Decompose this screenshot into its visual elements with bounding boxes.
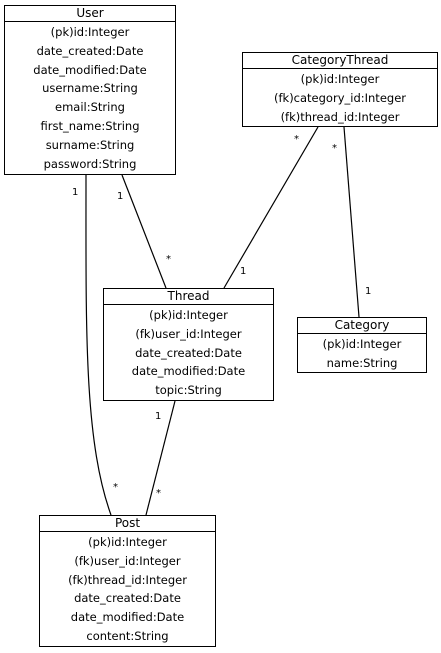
- categorythread-field: (pk)id:Integer: [300, 72, 380, 86]
- user-field: (pk)id:Integer: [50, 25, 130, 39]
- thread-field: date_modified:Date: [131, 364, 246, 379]
- categorythread-entity-title: CategoryThread: [243, 53, 437, 69]
- user-field: date_modified:Date: [33, 62, 147, 77]
- categorythread-category-from-multiplicity: *: [332, 143, 337, 154]
- category-field: name:String: [326, 355, 398, 370]
- thread-post-line: [145, 400, 176, 516]
- category-field: (pk)id:Integer: [322, 337, 402, 351]
- post-field: (fk)user_id:Integer: [74, 553, 181, 568]
- post-field: content:String: [86, 628, 169, 643]
- post-field: date_modified:Date: [70, 610, 185, 625]
- user-thread-to-multiplicity: *: [166, 254, 171, 265]
- user-field: username:String: [42, 81, 138, 96]
- post-entity[interactable]: Post (pk)id:Integer (fk)user_id:Integer …: [39, 515, 216, 647]
- user-field: surname:String: [45, 137, 135, 152]
- user-thread-from-multiplicity: 1: [117, 191, 124, 202]
- thread-post-from-multiplicity: 1: [155, 411, 162, 422]
- categorythread-thread-line: [223, 126, 319, 289]
- categorythread-category-to-multiplicity: 1: [365, 286, 372, 297]
- thread-field: topic:String: [155, 383, 222, 398]
- user-field: password:String: [43, 156, 137, 171]
- categorythread-field: (fk)category_id:Integer: [274, 90, 406, 105]
- thread-entity[interactable]: Thread (pk)id:Integer (fk)user_id:Intege…: [103, 288, 274, 401]
- category-entity[interactable]: Category (pk)id:Integer name:String: [297, 317, 427, 373]
- user-entity-title: User: [5, 6, 175, 22]
- category-entity-title: Category: [298, 318, 426, 334]
- categorythread-entity[interactable]: CategoryThread (pk)id:Integer (fk)catego…: [242, 52, 438, 127]
- user-post-from-multiplicity: 1: [72, 187, 79, 198]
- user-thread-line: [121, 174, 167, 289]
- categorythread-category-line: [343, 126, 360, 318]
- user-post-line: [85, 174, 112, 516]
- user-field: first_name:String: [40, 118, 140, 133]
- post-field: date_created:Date: [74, 591, 181, 606]
- user-entity[interactable]: User (pk)id:Integer date_created:Date da…: [4, 5, 176, 175]
- thread-field: date_created:Date: [135, 345, 242, 360]
- post-entity-title: Post: [40, 516, 215, 532]
- post-field: (fk)thread_id:Integer: [68, 572, 187, 587]
- thread-field: (pk)id:Integer: [149, 308, 228, 322]
- post-field: (pk)id:Integer: [88, 535, 167, 549]
- thread-entity-title: Thread: [104, 289, 273, 305]
- user-field: email:String: [55, 100, 125, 115]
- thread-field: (fk)user_id:Integer: [135, 326, 242, 341]
- categorythread-field: (fk)thread_id:Integer: [280, 109, 400, 124]
- categorythread-thread-to-multiplicity: 1: [240, 266, 247, 277]
- thread-post-to-multiplicity: *: [156, 488, 161, 499]
- user-field: date_created:Date: [36, 43, 144, 58]
- user-post-to-multiplicity: *: [113, 482, 118, 493]
- categorythread-thread-from-multiplicity: *: [294, 134, 299, 145]
